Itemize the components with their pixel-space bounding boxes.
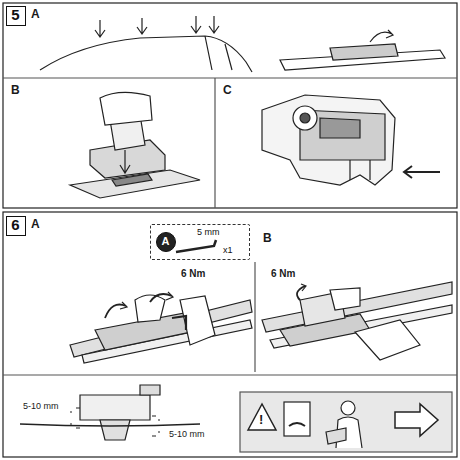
warning-mark: !: [258, 413, 264, 427]
gap-dimension: 5-10 mm: [168, 430, 206, 440]
step-number-box: 5: [6, 6, 26, 26]
sub-step-letter: A: [30, 218, 41, 231]
step-number-box: 6: [6, 216, 26, 236]
tool-area: [150, 224, 250, 260]
divider: [3, 374, 457, 375]
car-roof: [40, 16, 252, 72]
sub-step-letter: C: [222, 84, 233, 97]
allen-key: [176, 240, 216, 252]
tool-box: 5 mmx1 A: [150, 224, 250, 260]
sub-step-letter: B: [262, 232, 273, 245]
node-text: 6: [11, 217, 19, 234]
bracket: [262, 95, 440, 185]
divider: [3, 77, 457, 78]
step-frame: [3, 212, 457, 457]
sub-step-letter: B: [10, 84, 21, 97]
node-text: 5: [11, 7, 19, 24]
sub-step-letter: A: [30, 8, 41, 21]
node-text: 5 mm: [197, 228, 220, 238]
bar-foot: [262, 282, 452, 360]
divider: [254, 262, 255, 372]
roof-clip: [280, 30, 445, 70]
node-text: x1: [223, 246, 233, 256]
torque-value: 6 Nm: [270, 268, 296, 279]
divider: [214, 78, 215, 208]
torque-value: 6 Nm: [180, 268, 206, 279]
step-frame: [3, 3, 457, 208]
gap-dimension: 5-10 mm: [22, 402, 60, 412]
manual-notice: [240, 392, 452, 452]
node-text: A: [162, 235, 170, 247]
foot-unit: [70, 92, 200, 198]
bar-foot: [70, 292, 252, 363]
tool-id-circle: A: [156, 232, 176, 252]
